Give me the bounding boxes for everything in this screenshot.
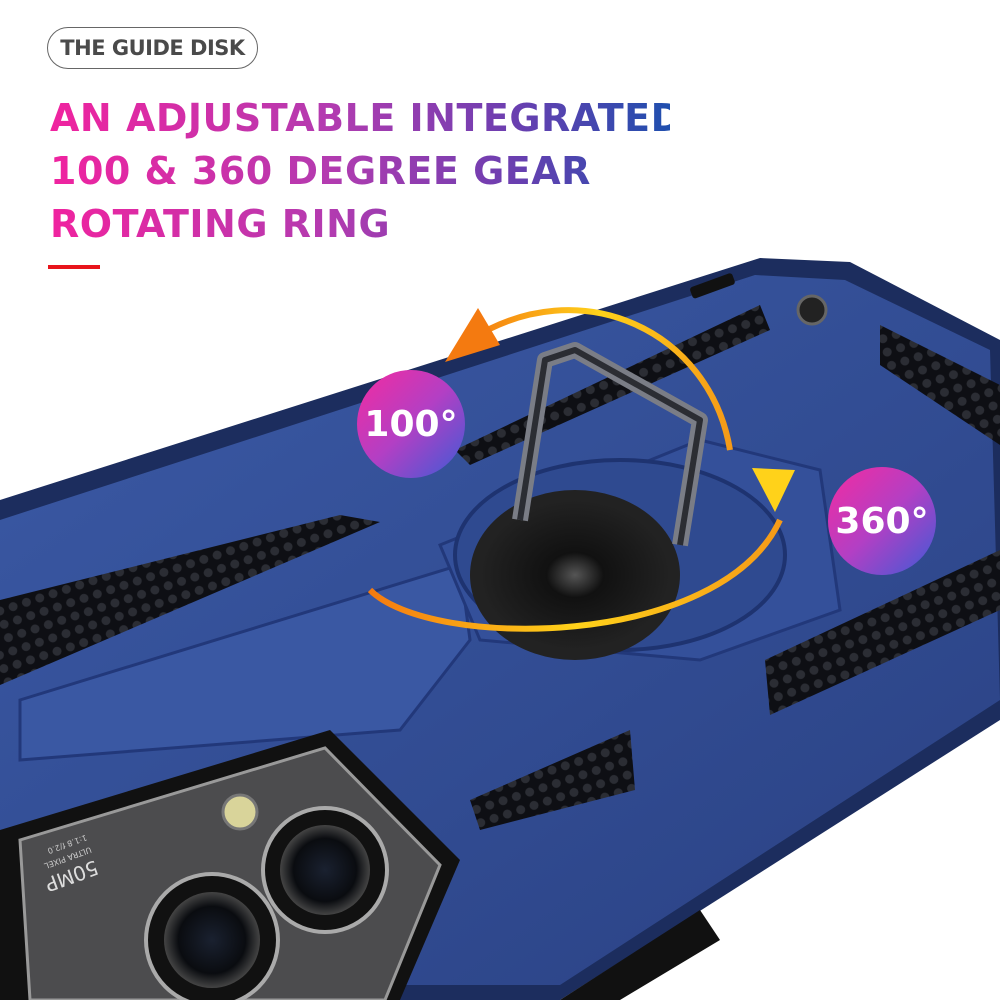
headline: AN ADJUSTABLE INTEGRATED 100 & 360 DEGRE… [50, 92, 682, 251]
headline-line-3: ROTATING RING [50, 198, 670, 251]
rotation-arrows [367, 307, 795, 632]
badge-100-degree: 100° [357, 370, 465, 478]
accent-divider [48, 265, 100, 269]
camera-module: 50MP ULTRA PIXEL 1:1.8 f/2.0 [0, 730, 460, 1000]
section-tag: THE GUIDE DISK [47, 27, 258, 69]
badge-360-degree: 360° [828, 467, 936, 575]
headline-line-1: AN ADJUSTABLE INTEGRATED [50, 92, 682, 145]
headline-line-2: 100 & 360 DEGREE GEAR [50, 145, 670, 198]
